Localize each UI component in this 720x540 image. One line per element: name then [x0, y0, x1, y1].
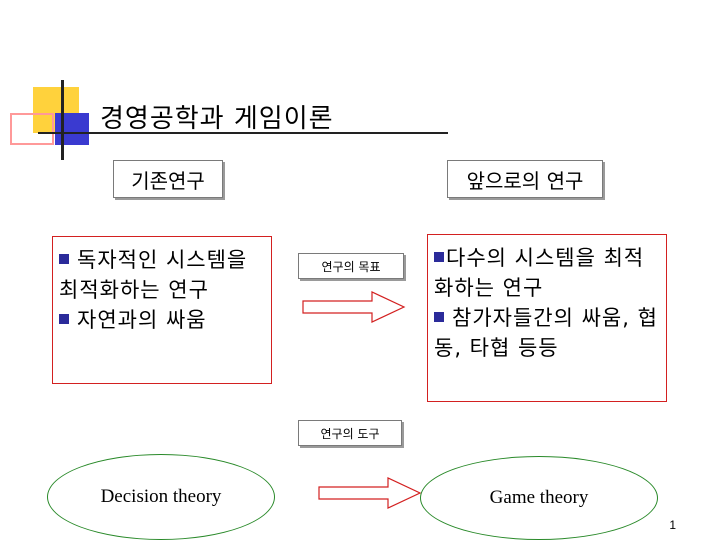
header-future-research-label: 앞으로의 연구	[466, 168, 584, 193]
research-goal-label: 연구의 목표	[321, 259, 381, 274]
slide-title: 경영공학과 게임이론	[100, 104, 334, 134]
square-bullet-icon	[59, 314, 69, 324]
decision-theory-ellipse: Decision theory	[47, 454, 275, 540]
bullet-item: 참가자들간의 싸움, 협동, 타협 등등	[434, 303, 660, 363]
decor-vertical-line	[61, 80, 64, 160]
page-number: 1	[669, 518, 676, 532]
bullet-text: 다수의 시스템을 최적화하는 연구	[434, 246, 645, 300]
game-theory-label: Game theory	[489, 487, 589, 508]
research-tool-label: 연구의 도구	[320, 426, 380, 441]
bullet-text: 참가자들간의 싸움, 협동, 타협 등등	[434, 306, 658, 360]
research-tool-label-box: 연구의 도구	[298, 420, 402, 446]
decision-theory-label: Decision theory	[100, 486, 222, 507]
bullet-text: 자연과의 싸움	[77, 308, 207, 332]
bullet-item: 독자적인 시스템을 최적화하는 연구	[59, 245, 265, 305]
header-existing-research-label: 기존연구	[131, 168, 205, 193]
title-underline	[38, 132, 448, 134]
decor-blue-square	[55, 113, 89, 145]
square-bullet-icon	[434, 312, 444, 322]
goal-arrow-icon	[302, 291, 406, 323]
square-bullet-icon	[434, 252, 444, 262]
future-research-panel: 다수의 시스템을 최적화하는 연구 참가자들간의 싸움, 협동, 타협 등등	[427, 234, 667, 402]
existing-research-panel: 독자적인 시스템을 최적화하는 연구 자연과의 싸움	[52, 236, 272, 384]
decor-red-square	[10, 113, 54, 145]
bullet-item: 다수의 시스템을 최적화하는 연구	[434, 243, 660, 303]
header-future-research: 앞으로의 연구	[447, 160, 603, 198]
research-goal-label-box: 연구의 목표	[298, 253, 404, 279]
game-theory-ellipse: Game theory	[420, 456, 658, 540]
header-existing-research: 기존연구	[113, 160, 223, 198]
square-bullet-icon	[59, 254, 69, 264]
bullet-item: 자연과의 싸움	[59, 305, 265, 335]
bullet-text: 독자적인 시스템을 최적화하는 연구	[59, 248, 248, 302]
tool-arrow-icon	[318, 477, 422, 509]
